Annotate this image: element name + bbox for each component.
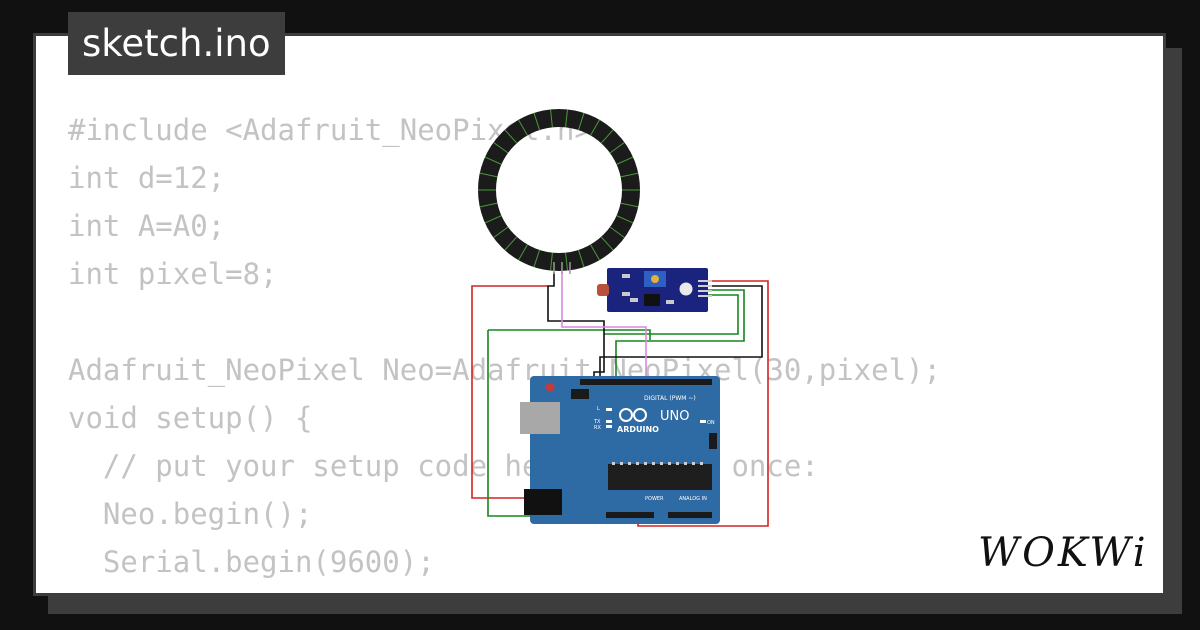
board-brand: ARDUINO — [617, 425, 659, 434]
usb-port-icon — [520, 402, 560, 434]
wire-green-loop — [488, 329, 651, 340]
ring-led — [616, 156, 634, 165]
ring-led — [609, 226, 625, 239]
analog-header — [668, 512, 712, 518]
ring-led — [600, 236, 614, 251]
logo-text: WOKWi — [978, 530, 1149, 576]
ldr-sensor-module-icon[interactable] — [597, 268, 712, 312]
infinity-logo-icon — [619, 408, 647, 422]
ring-led — [620, 202, 639, 208]
ring-led — [565, 109, 568, 128]
ring-led — [590, 119, 600, 136]
file-tab[interactable]: sketch.ino — [68, 12, 285, 75]
ring-led — [590, 244, 600, 261]
ring-led — [479, 202, 498, 208]
digital-header — [580, 379, 712, 385]
neopixel-ring-icon[interactable] — [478, 109, 640, 271]
ring-led — [533, 112, 541, 131]
rx-label: RX — [594, 425, 601, 431]
wokwi-logo: WOKWi — [978, 530, 1149, 576]
ring-led — [518, 244, 528, 261]
code-line: Adafruit_NeoPixel Neo=Adafruit_NeoPixel(… — [68, 353, 941, 387]
ring-led — [504, 236, 518, 251]
chip-icon — [644, 294, 660, 306]
wire-pink — [561, 272, 647, 382]
ring-led — [493, 141, 509, 154]
atmega-chip-icon — [608, 464, 712, 490]
code-line: void setup() { — [68, 401, 313, 435]
ring-led — [616, 215, 634, 224]
ring-led — [493, 226, 509, 239]
wire-black-sensor — [599, 285, 763, 381]
ring-led — [484, 215, 502, 224]
ring-led — [533, 249, 541, 268]
analog-label: ANALOG IN — [679, 496, 707, 502]
power-header — [606, 512, 654, 518]
ring-leds — [478, 109, 640, 271]
led-icon — [679, 282, 693, 296]
ring-led — [600, 129, 614, 144]
code-line: Serial.begin(9600); — [68, 545, 435, 579]
ring-led — [518, 119, 528, 136]
code-line: int A=A0; — [68, 209, 226, 243]
wire-black-ring — [547, 272, 605, 382]
ring-led — [504, 129, 518, 144]
power-jack-icon — [524, 489, 562, 515]
ring-led — [550, 109, 553, 128]
code-line: int d=12; — [68, 161, 226, 195]
ring-led — [479, 172, 498, 178]
ring-led — [577, 249, 585, 268]
ring-led — [484, 156, 502, 165]
ring-led — [609, 141, 625, 154]
ring-led — [550, 252, 553, 271]
ldr-icon — [597, 284, 609, 296]
ring-pins — [553, 262, 571, 274]
wire-green-sensor-b — [604, 294, 739, 335]
board-model: UNO — [660, 409, 689, 424]
wire-green-sensor-a — [615, 289, 745, 380]
power-label: POWER — [645, 496, 664, 502]
code-line: int pixel=8; — [68, 257, 278, 291]
code-line: Neo.begin(); — [68, 497, 313, 531]
digital-label: DIGITAL (PWM ~) — [644, 395, 696, 402]
ring-led — [565, 252, 568, 271]
reset-button-icon — [545, 382, 555, 392]
arduino-uno-icon[interactable]: DIGITAL (PWM ~) ARDUINO UNO POWER ANALOG… — [520, 376, 720, 524]
on-label: ON — [707, 420, 715, 426]
l-label: L — [597, 406, 600, 412]
ring-led — [620, 172, 639, 178]
ring-led — [577, 112, 585, 131]
tx-label: TX — [593, 419, 601, 425]
